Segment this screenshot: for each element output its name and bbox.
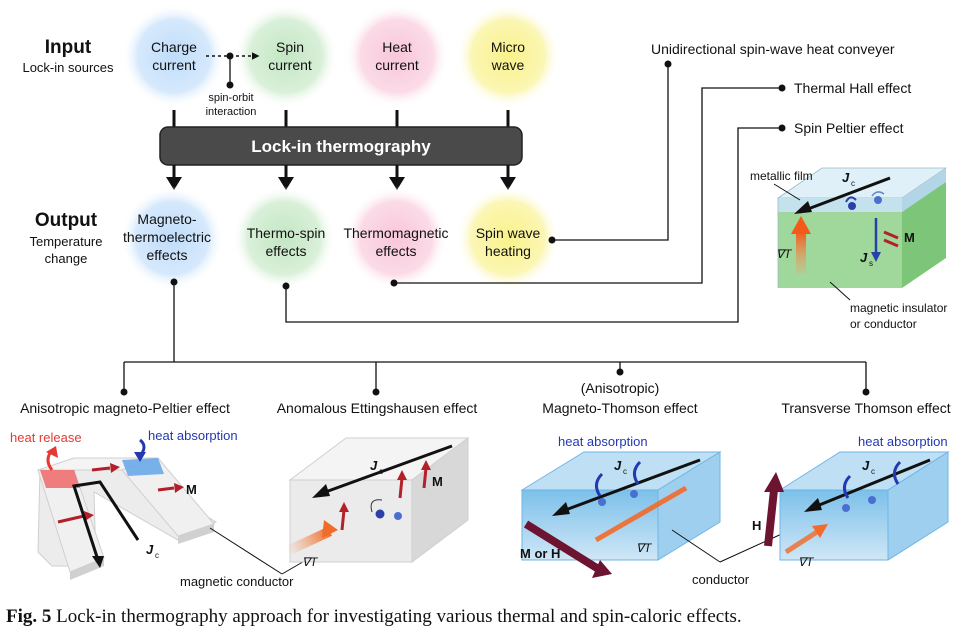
output-label-line2: effects [376,243,417,259]
lock-in-thermography-bar: Lock-in thermography [159,126,523,166]
label-transverse-thomson: Transverse Thomson effect [781,400,950,416]
device-jc: J [842,170,850,185]
source-spin-current: Spin current [234,4,338,108]
device-magneto-peltier: M J c heat release heat absorption magne… [10,428,321,589]
source-label-line1: Charge [151,39,197,55]
output-subtitle-line2: change [45,251,88,266]
caption-bold: Fig. 5 [6,606,52,627]
device-transverse-thomson: heat absorption J c ∇T H [752,434,950,569]
device-js-sub: s [869,259,873,268]
mt-m-or-h: M or H [520,546,560,561]
device-magneto-thomson: heat absorption J c M or H ∇T conductor [520,434,787,587]
output-thermo-spin: Thermo-spin effects [232,186,336,290]
mt-heat-absorption: heat absorption [558,434,648,449]
tt-jc-sub: c [871,467,875,476]
input-connectors [172,110,510,128]
source-label-line2: wave [491,57,525,73]
ae-jc: J [370,458,378,473]
source-label-line1: Spin [276,39,304,55]
source-heat-current: Heat current [345,4,449,108]
device-m: M [904,230,915,245]
output-thermomagnetic: Thermomagnetic effects [343,186,449,290]
ae-m: M [432,474,443,489]
input-title: Input [45,37,92,58]
source-charge-current: Charge current [122,4,226,108]
right-leader-dots [282,60,786,290]
output-label-line1: Spin wave [476,225,541,241]
bottom-tree-dots [120,278,870,396]
label-thermal-hall: Thermal Hall effect [794,80,911,96]
mt-grad: ∇T [636,541,653,555]
mp-jc: J [146,542,154,557]
label-magneto-thomson: Magneto-Thomson effect [542,400,697,416]
label-anisotropic-paren: (Anisotropic) [581,380,660,396]
mp-m-label: M [186,482,197,497]
source-label-line1: Micro [491,39,525,55]
spin-orbit-connector: spin-orbit interaction [206,52,260,118]
tt-heat-absorption: heat absorption [858,434,948,449]
bar-label: Lock-in thermography [251,137,431,156]
tt-jc: J [862,458,870,473]
output-label-line2: heating [485,243,531,259]
device-insulator-line1: magnetic insulator [850,301,947,315]
source-label-line1: Heat [382,39,412,55]
output-magneto-thermoelectric: Magneto- thermoelectric effects [120,186,224,290]
device-grad: ∇T [776,247,793,261]
caption-text: Lock-in thermography approach for invest… [51,606,742,627]
mt-jc-sub: c [623,467,627,476]
mt-conductor: conductor [692,572,750,587]
spin-orbit-line2: interaction [206,106,257,118]
output-title: Output [35,210,98,231]
bottom-tree [123,282,867,392]
tt-h: H [752,518,761,533]
mp-heat-release: heat release [10,430,82,445]
mt-jc: J [614,458,622,473]
output-label-line2: thermoelectric [123,229,211,245]
source-label-line2: current [152,57,196,73]
output-arrows [166,165,516,190]
device-ettingshausen: J c M ∇T [286,437,470,569]
input-subtitle: Lock-in sources [22,60,114,75]
mp-magnetic-conductor: magnetic conductor [180,574,294,589]
label-anomalous-ettingshausen: Anomalous Ettingshausen effect [277,400,478,416]
mp-jc-sub: c [155,551,159,560]
output-subtitle-line1: Temperature [30,234,103,249]
source-label-line2: current [375,57,419,73]
label-spin-wave-conveyer: Unidirectional spin-wave heat conveyer [651,41,895,57]
source-microwave: Micro wave [456,4,560,108]
tt-grad: ∇T [798,555,815,569]
device-jc-sub: c [851,179,855,188]
mp-heat-absorption: heat absorption [148,428,238,443]
spin-orbit-line1: spin-orbit [208,92,253,104]
ae-jc-sub: c [379,467,383,476]
ae-grad: ∇T [302,555,319,569]
output-spin-wave-heating: Spin wave heating [456,186,560,290]
output-label-line3: effects [147,247,188,263]
device-metallic-film: metallic film [750,169,813,183]
right-leader-lines [285,64,782,323]
output-label-line1: Thermo-spin [247,225,326,241]
label-spin-peltier: Spin Peltier effect [794,120,904,136]
figure-caption: Fig. 5 Lock-in thermography approach for… [6,606,962,636]
label-anisotropic-magneto-peltier: Anisotropic magneto-Peltier effect [20,400,230,416]
spin-peltier-device: J c M J s ∇T metallic film magnetic insu… [750,167,947,331]
output-label-line2: effects [266,243,307,259]
output-label-line1: Thermomagnetic [343,225,448,241]
device-insulator-line2: or conductor [850,317,917,331]
output-label-line1: Magneto- [137,211,196,227]
device-js: J [860,250,868,265]
source-label-line2: current [268,57,312,73]
